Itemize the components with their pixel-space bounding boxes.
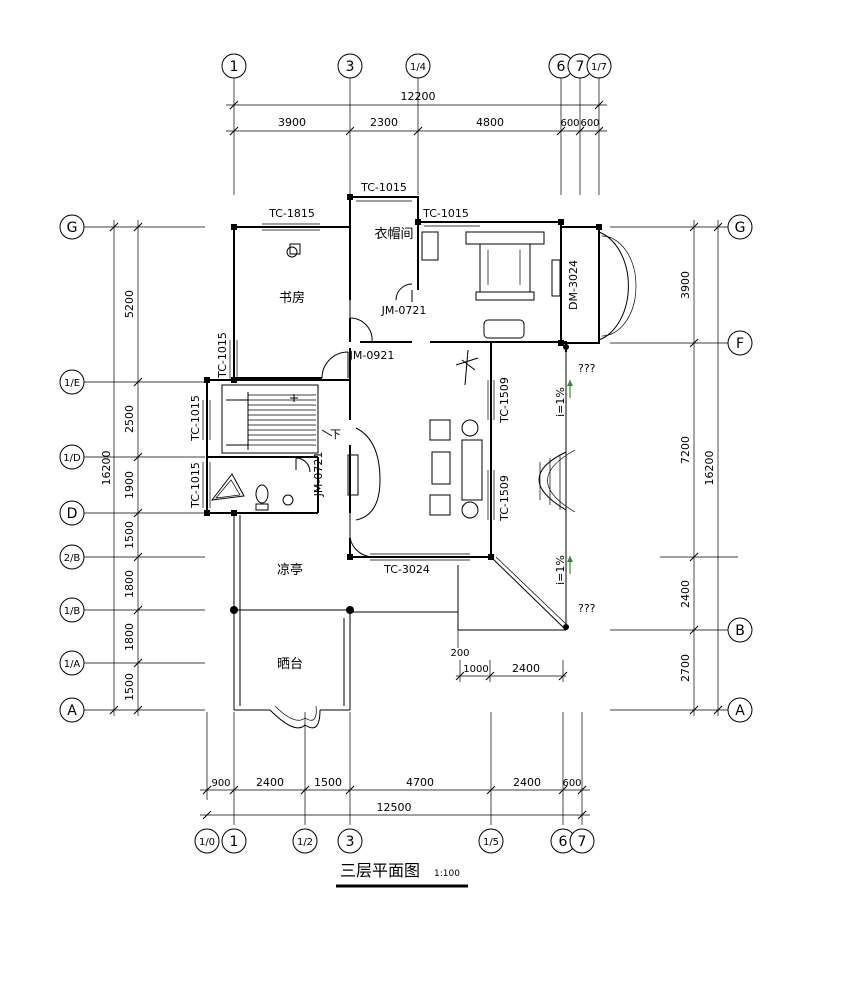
axis-right-G: G [735, 220, 746, 236]
axis-left-A: A [67, 703, 77, 719]
dim-left-seg: 1800 [123, 623, 136, 651]
bottom-dimensions: 900 2400 1500 4700 2400 600 12500 [200, 712, 590, 825]
window-label: TC-3024 [383, 563, 430, 576]
axis-bottom-6: 6 [559, 834, 568, 850]
room-study-label: 书房 [279, 290, 305, 306]
dim-bottom-seg: 600 [562, 778, 581, 789]
dim-right-seg: 7200 [679, 436, 692, 464]
axis-right-B: B [735, 623, 745, 639]
unknown-note: ??? [578, 362, 596, 375]
living-room-furniture [347, 349, 483, 521]
axis-top-3: 3 [346, 59, 355, 75]
dim-left-seg: 1500 [123, 673, 136, 701]
dim-top-seg: 600 [560, 118, 579, 129]
bedroom-furniture [286, 231, 561, 339]
axis-left-1-B: 1/B [64, 606, 81, 617]
axis-left-G: G [67, 220, 78, 236]
dim-left-seg: 1900 [123, 471, 136, 499]
axis-bottom-7: 7 [578, 834, 587, 850]
dim-balcony: 1000 [463, 664, 488, 675]
window-label: TC-1015 [422, 207, 469, 220]
dim-left-seg: 5200 [123, 290, 136, 318]
dim-left-seg: 1500 [123, 521, 136, 549]
bathroom-fixtures [210, 473, 294, 511]
axis-top-1-7: 1/7 [591, 62, 607, 73]
door-label: DM-3024 [567, 260, 580, 310]
dim-left-seg: 2500 [123, 405, 136, 433]
unknown-note: ??? [578, 602, 596, 615]
window-label: TC-1015 [189, 462, 202, 509]
window-label: TC-1509 [498, 377, 511, 424]
top-dimensions: 12200 3900 2300 4800 600 600 [226, 90, 607, 136]
drawing-scale: 1:100 [434, 869, 460, 879]
axis-top-6: 6 [557, 59, 566, 75]
room-cloakroom-label: 衣帽间 [374, 226, 413, 242]
axis-bottom-1-0: 1/0 [199, 837, 215, 848]
dim-bottom-seg: 2400 [513, 776, 541, 789]
balcony-curve [538, 449, 576, 513]
room-terrace-label: 晒台 [277, 657, 303, 672]
door-label: JM-0721 [312, 452, 325, 498]
building-walls [206, 196, 637, 729]
window-label: TC-1509 [498, 475, 511, 522]
dim-top-seg: 600 [580, 118, 599, 129]
dim-right-total: 16200 [703, 451, 716, 486]
axis-bottom-1: 1 [230, 834, 239, 850]
dim-bottom-total: 12500 [377, 801, 412, 814]
doors [295, 283, 413, 558]
structural-columns [204, 194, 602, 630]
slope-note: i=1% [554, 555, 567, 585]
top-axis-bubbles: 1 3 1/4 6 7 1/7 [221, 53, 612, 195]
dim-top-total: 12200 [401, 90, 436, 103]
dim-bottom-seg: 2400 [256, 776, 284, 789]
bottom-axis-bubbles: 1/0 1 1/2 3 1/5 6 7 [194, 828, 595, 854]
room-pavilion-label: 凉亭 [277, 562, 303, 578]
axis-left-2-B: 2/B [64, 553, 81, 564]
right-dimensions: 3900 7200 2400 2700 16200 [679, 220, 723, 716]
slope-arrows [567, 380, 573, 574]
drawing-title: 三层平面图 [340, 861, 420, 880]
axis-bottom-1-2: 1/2 [297, 837, 313, 848]
dim-top-seg: 2300 [370, 116, 398, 129]
dim-balcony: 2400 [512, 662, 540, 675]
dim-col: 200 [450, 648, 469, 659]
axis-right-A: A [735, 703, 745, 719]
dim-bottom-seg: 900 [211, 778, 230, 789]
dim-right-seg: 2700 [679, 654, 692, 682]
axis-top-7: 7 [576, 59, 585, 75]
axis-left-1-A: 1/A [64, 659, 81, 670]
axis-bottom-1-5: 1/5 [483, 837, 499, 848]
window-label: TC-1815 [268, 207, 315, 220]
dim-left-total: 16200 [100, 451, 113, 486]
right-axis-bubbles: G F B A [610, 214, 753, 723]
window-label: TC-1015 [216, 332, 229, 379]
axis-right-F: F [736, 336, 744, 352]
dim-bottom-seg: 4700 [406, 776, 434, 789]
axis-left-1-D: 1/D [63, 453, 81, 464]
dim-bottom-seg: 1500 [314, 776, 342, 789]
dim-left-seg: 1800 [123, 570, 136, 598]
window-label: TC-1015 [189, 395, 202, 442]
stair-down-label: 下 [330, 428, 341, 441]
left-axis-bubbles: G 1/E 1/D D 2/B 1/B 1/A A [59, 214, 205, 723]
window-label: TC-1015 [360, 181, 407, 194]
axis-bottom-3: 3 [346, 834, 355, 850]
axis-top-1: 1 [230, 59, 239, 75]
left-dimensions: 16200 5200 2500 1900 1500 1800 1800 1500 [100, 220, 143, 716]
dim-top-seg: 3900 [278, 116, 306, 129]
slope-note: i=1% [554, 387, 567, 417]
door-label: JM-0721 [381, 304, 427, 317]
door-label: JM-0921 [349, 349, 395, 362]
dim-top-seg: 4800 [476, 116, 504, 129]
axis-left-1-E: 1/E [64, 378, 80, 389]
windows [202, 196, 495, 561]
dim-right-seg: 3900 [679, 271, 692, 299]
balcony-dimension: 200 1000 2400 [450, 630, 568, 682]
axis-top-1-4: 1/4 [410, 62, 426, 73]
axis-left-D: D [67, 506, 78, 522]
staircase: 下 [221, 384, 341, 454]
dim-right-seg: 2400 [679, 580, 692, 608]
